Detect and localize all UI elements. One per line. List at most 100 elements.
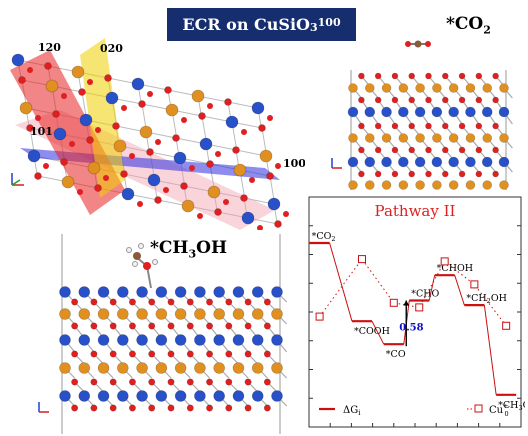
cu-atom: [173, 151, 187, 165]
o-atom: [154, 196, 162, 204]
step-label: *COOH: [354, 326, 390, 337]
si-atom: [398, 180, 409, 190]
si-atom: [59, 308, 71, 320]
o-atom: [87, 79, 93, 85]
cu-atom: [155, 286, 168, 298]
si-atom: [97, 308, 110, 320]
si-atom: [45, 79, 59, 93]
o-atom: [109, 298, 117, 306]
si-atom: [432, 83, 442, 93]
cu-atom: [105, 91, 119, 105]
o-atom: [155, 139, 161, 145]
cu-atom: [59, 390, 71, 402]
cu-atom: [199, 137, 213, 151]
o-atom: [232, 146, 240, 154]
o-atom: [109, 378, 117, 386]
o-atom: [129, 153, 135, 159]
o-atom: [189, 165, 195, 171]
cu-atom: [381, 106, 392, 118]
o-atom: [475, 146, 483, 154]
o-atom: [225, 350, 233, 358]
o-atom: [186, 378, 194, 386]
o-atom: [492, 146, 499, 154]
si-atom: [499, 83, 509, 93]
si-atom: [415, 133, 425, 143]
si-atom: [364, 83, 375, 93]
energy-connector: [329, 242, 353, 322]
cu-atom: [398, 156, 409, 168]
o-atom: [244, 378, 252, 386]
o-atom: [441, 170, 449, 178]
o-atom: [263, 298, 271, 306]
cu-atom: [117, 286, 129, 298]
cu-atom: [194, 334, 206, 346]
plane-label-101: 101: [30, 125, 53, 138]
cu-atom: [271, 390, 283, 402]
o-atom: [391, 96, 399, 104]
o-atom: [263, 322, 271, 330]
o-atom: [374, 146, 382, 154]
o-atom: [128, 298, 136, 306]
barrier-arrow-head: [403, 300, 410, 306]
o-atom: [206, 322, 214, 330]
cu-atom: [241, 211, 255, 225]
si-atom: [348, 83, 358, 93]
o-atom: [263, 404, 271, 412]
o-atom: [103, 175, 109, 181]
o-atom: [27, 67, 33, 73]
si-atom: [364, 133, 375, 143]
o-atom: [492, 96, 499, 104]
o-atom: [181, 117, 187, 123]
energy-connector: [428, 275, 436, 301]
o-atom: [241, 129, 247, 135]
o-atom: [71, 350, 79, 358]
o-atom: [244, 404, 252, 412]
o-atom: [441, 146, 449, 154]
cu-atom: [97, 286, 110, 298]
o-atom: [90, 404, 98, 412]
energy-connector: [454, 275, 465, 306]
o-atom: [358, 170, 365, 178]
o-atom: [34, 172, 42, 180]
ch3oh-molecule: [126, 243, 158, 289]
si-atom: [398, 133, 409, 143]
o-atom: [475, 72, 483, 80]
o-atom: [109, 322, 117, 330]
cu-atom: [251, 334, 264, 346]
o-atom: [215, 151, 221, 157]
cu-atom: [232, 390, 245, 402]
o-atom: [249, 177, 255, 183]
cu-atom: [53, 127, 67, 141]
chart-frame: [308, 196, 522, 428]
cu-series-point: [502, 321, 511, 330]
si-atom: [181, 199, 195, 213]
step-label: *CH3OH: [498, 400, 525, 412]
o-atom: [95, 127, 101, 133]
cu-atom: [481, 156, 493, 168]
si-atom: [233, 163, 247, 177]
cu-atom: [59, 286, 71, 298]
o-atom: [186, 350, 194, 358]
o-atom: [186, 298, 194, 306]
o-atom: [391, 72, 399, 80]
o-atom: [263, 350, 271, 358]
si-atom: [61, 175, 75, 189]
cu-atom: [97, 334, 110, 346]
si-atom: [207, 185, 221, 199]
o-atom: [147, 91, 153, 97]
o-atom: [121, 105, 127, 111]
cu-atom: [498, 106, 510, 118]
o-atom: [458, 146, 466, 154]
o-atom: [425, 96, 432, 104]
barrier-value: 0.58: [399, 322, 423, 333]
plane-020: [80, 38, 125, 198]
o-atom: [44, 62, 52, 70]
o-atom: [71, 298, 79, 306]
legend-label-dg: ΔGi: [343, 405, 361, 417]
o-atom: [71, 322, 79, 330]
si-atom: [398, 83, 409, 93]
cu-atom: [194, 390, 206, 402]
o-atom: [441, 96, 449, 104]
cu-atom: [78, 334, 91, 346]
